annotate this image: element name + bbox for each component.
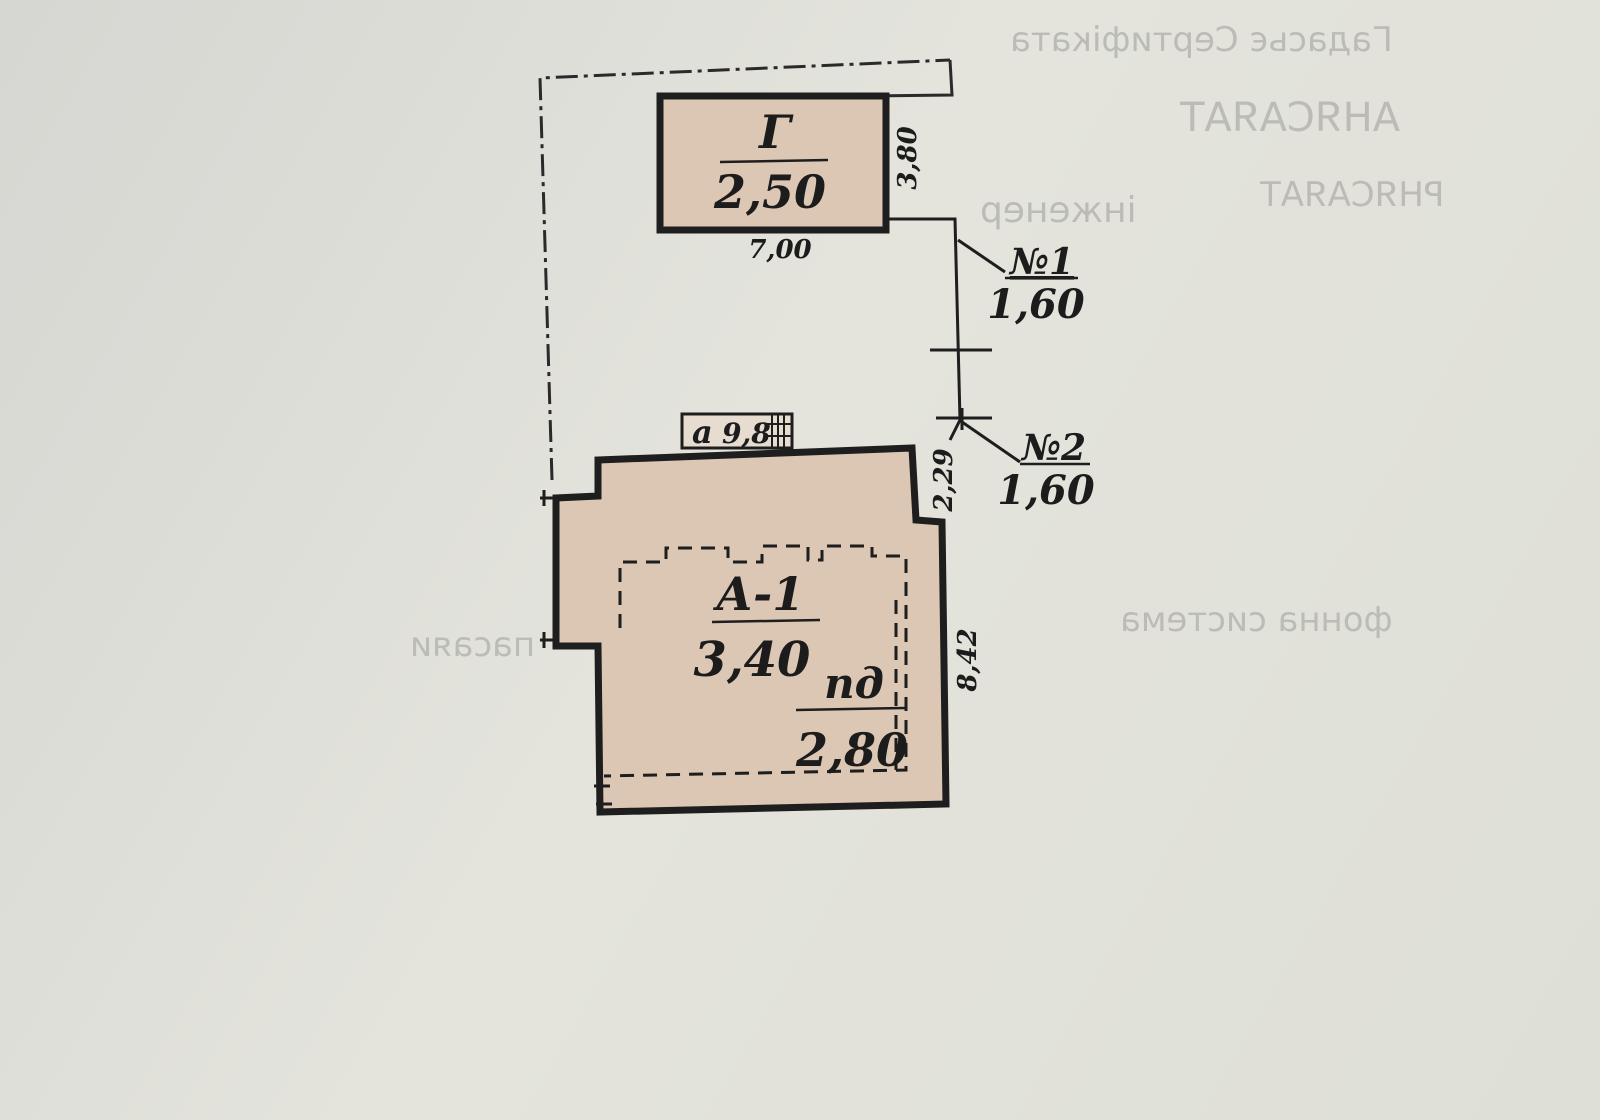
porch: а 9,8 (680, 412, 794, 451)
fence-1-height: 1,60 (987, 281, 1085, 328)
house-side-dim: 2,29 (929, 448, 959, 512)
garage-depth-dim: 3,80 (893, 126, 923, 189)
garage-building: Г 2,50 7,00 3,80 (656, 92, 923, 265)
house-depth-dim: 8,42 (953, 628, 983, 692)
fence-line (886, 217, 1021, 464)
basement-outline (603, 544, 908, 778)
fence-2-label: №2 1,60 (997, 427, 1095, 514)
fence-1-number: №1 (1008, 241, 1074, 283)
lot-boundary-corner (869, 59, 954, 98)
basement-height: 2,80 (795, 723, 908, 777)
main-building-letter: А-1 (713, 567, 805, 621)
basement-code: пд (824, 659, 884, 708)
porch-letter: а (692, 413, 713, 451)
garage-height: 2,50 (713, 165, 826, 219)
fence-2-number: №2 (1020, 427, 1086, 469)
main-building-height: 3,40 (694, 632, 811, 688)
lot-boundary (538, 58, 951, 481)
fence-1-label: №1 1,60 (987, 241, 1085, 328)
house-width-dim: 9,8 (722, 417, 771, 450)
garage-letter: Г (757, 105, 794, 159)
main-building: А-1 3,40 пд 2,80 2,29 8,42 (540, 444, 983, 816)
fence-2-height: 1,60 (997, 467, 1095, 514)
garage-width-dim: 7,00 (748, 235, 811, 265)
